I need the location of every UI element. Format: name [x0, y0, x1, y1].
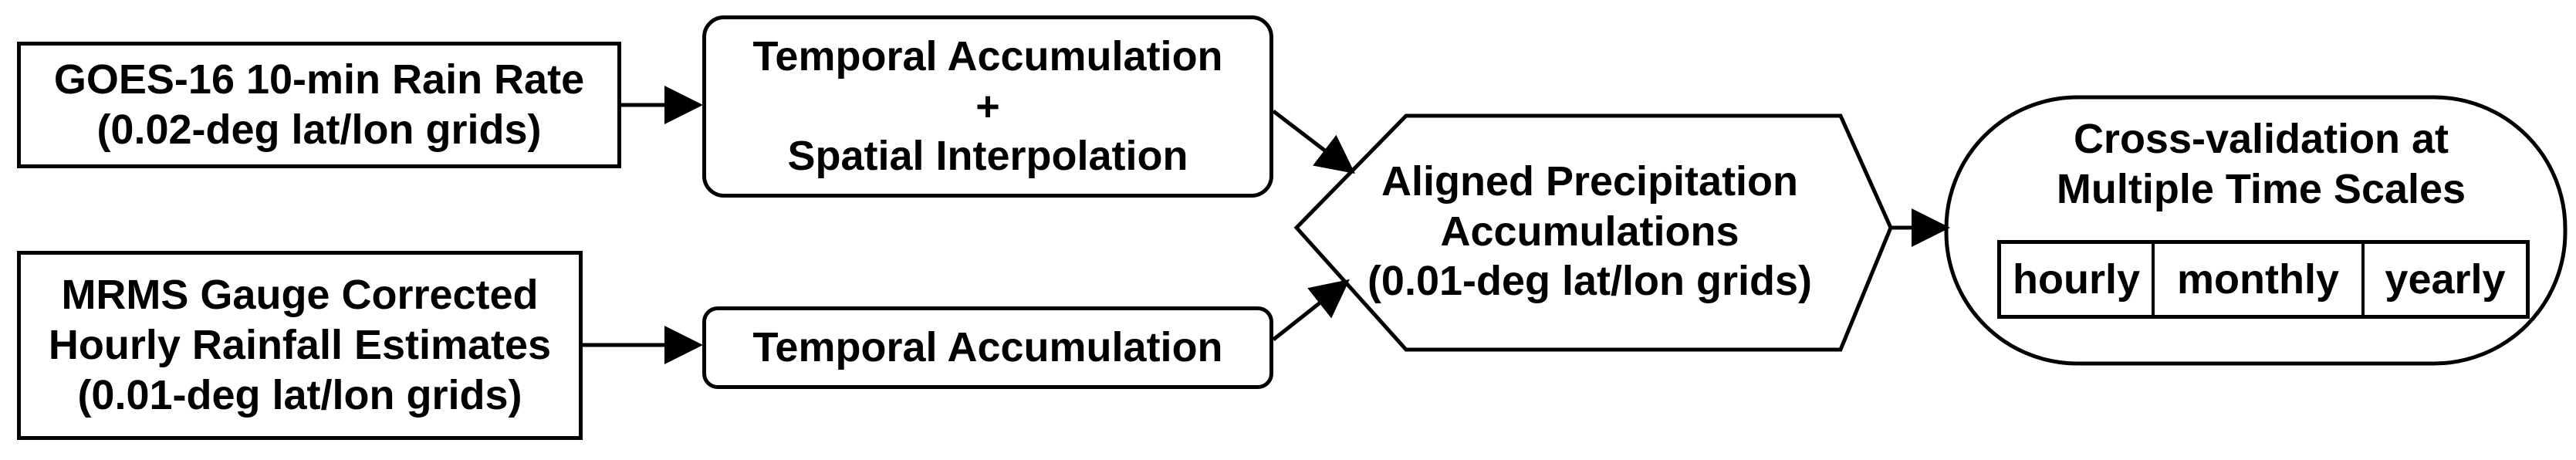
time-scale-cell-monthly: monthly	[2152, 244, 2361, 315]
temporal-spatial-node-line-2: +	[975, 83, 1000, 130]
mrms-node: MRMS Gauge Corrected Hourly Rainfall Est…	[17, 251, 583, 440]
goes-node: GOES-16 10-min Rain Rate (0.02-deg lat/l…	[17, 42, 621, 168]
crossval-node-title: Cross-validation at Multiple Time Scales	[1976, 107, 2547, 222]
temporal-spatial-node: Temporal Accumulation + Spatial Interpol…	[702, 15, 1273, 198]
aligned-node-line-2: Accumulations	[1440, 208, 1739, 255]
edge-temporal-to-aligned	[1272, 279, 1350, 341]
goes-node-line-2: (0.02-deg lat/lon grids)	[96, 107, 542, 153]
goes-node-line-1: GOES-16 10-min Rain Rate	[53, 56, 585, 103]
aligned-node-line-1: Aligned Precipitation	[1381, 157, 1799, 205]
temporal-spatial-node-line-3: Spatial Interpolation	[787, 133, 1188, 180]
temporal-node-line-1: Temporal Accumulation	[752, 324, 1223, 371]
time-scale-cell-hourly: hourly	[2012, 256, 2140, 303]
mrms-node-line-3: (0.01-deg lat/lon grids)	[77, 371, 522, 418]
crossval-node-line-2: Multiple Time Scales	[2056, 166, 2466, 212]
time-scale-cell-yearly: yearly	[2361, 244, 2526, 315]
crossval-node-line-1: Cross-validation at	[2073, 116, 2449, 163]
temporal-node: Temporal Accumulation	[702, 306, 1273, 389]
mrms-node-line-1: MRMS Gauge Corrected	[61, 272, 539, 319]
mrms-node-line-2: Hourly Rainfall Estimates	[48, 322, 552, 369]
aligned-node: Aligned Precipitation Accumulations (0.0…	[1335, 131, 1844, 332]
edge-temporal-spatial-to-aligned	[1272, 110, 1355, 174]
aligned-node-line-3: (0.01-deg lat/lon grids)	[1367, 258, 1813, 305]
aligned-node-shape	[1293, 113, 1893, 352]
temporal-spatial-node-line-1: Temporal Accumulation	[752, 32, 1223, 79]
time-scales-table: hourly monthly yearly	[1997, 240, 2530, 319]
